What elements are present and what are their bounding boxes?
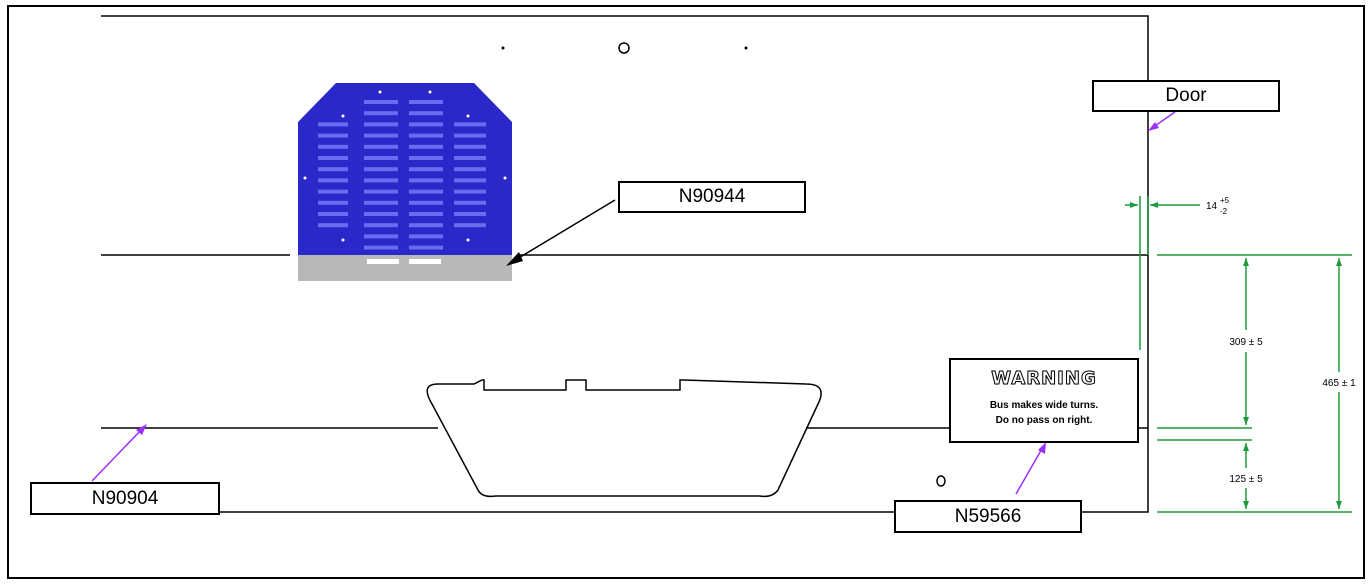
door-callout: Door <box>1092 80 1280 112</box>
door-panel-outline <box>101 15 1149 513</box>
step-recess-outline <box>426 379 822 498</box>
vent-slot <box>454 178 486 183</box>
panel-line-part-callout: N90904 <box>30 482 220 515</box>
vent-rivet <box>503 176 507 180</box>
panel-line-leader-arrow <box>91 427 144 482</box>
vent-slot <box>454 200 486 205</box>
vent-slot <box>364 189 398 194</box>
vent-slot <box>318 223 348 228</box>
vent-slot <box>409 122 443 127</box>
offset-dimension-value: 14 <box>1206 201 1218 212</box>
lower-height-dimension: 125 ± 5 <box>1229 474 1263 485</box>
vent-rivet <box>341 114 345 118</box>
offset-dimension-plus: +5 <box>1220 196 1230 205</box>
vent-slot <box>364 212 398 216</box>
vent-slot <box>409 100 443 104</box>
label-part-callout: N59566 <box>894 500 1082 533</box>
vent-slot <box>364 100 398 104</box>
vent-slot <box>318 122 348 127</box>
total-height-dimension: 465 ± 1 <box>1322 378 1356 389</box>
vent-slot <box>318 178 348 183</box>
vent-slot <box>409 212 443 216</box>
vent-slot <box>318 189 348 194</box>
warning-title: WARNING <box>991 368 1097 390</box>
vent-slot <box>364 133 398 138</box>
vent-leader-arrow <box>511 199 616 263</box>
vent-slot <box>364 245 398 250</box>
lower-hole <box>936 475 946 487</box>
vent-base-slot-left <box>367 259 399 264</box>
vent-rivet <box>303 176 307 180</box>
warning-line-1: Bus makes wide turns. <box>989 400 1099 411</box>
vent-slot <box>409 223 443 228</box>
vent-slot <box>364 234 398 239</box>
panel-line-leader-arrowhead <box>136 424 147 435</box>
vent-slot <box>364 144 398 149</box>
vent-slot <box>409 167 443 172</box>
vent-base <box>298 255 512 281</box>
vent-slot <box>409 156 443 160</box>
dimension-arrowheads <box>1130 202 1342 509</box>
vent-slot <box>454 223 486 228</box>
vent-rivet <box>428 90 432 94</box>
vent-slot <box>454 212 486 216</box>
upper-height-dimension: 309 ± 5 <box>1229 337 1263 348</box>
mount-hole-small-right <box>744 46 748 50</box>
vent-slot <box>454 156 486 160</box>
mount-hole-small-left <box>501 46 505 50</box>
vent-grille <box>298 83 512 281</box>
warning-decal: WARNING Bus makes wide turns. Do no pass… <box>949 358 1139 443</box>
label-leader-arrow <box>1015 446 1044 495</box>
vent-slot <box>409 144 443 149</box>
door-leader-arrowhead <box>1148 122 1159 131</box>
mount-hole-large <box>618 42 630 54</box>
vent-slot <box>454 189 486 194</box>
vent-slot <box>364 178 398 183</box>
vent-slot <box>409 133 443 138</box>
vent-slots <box>303 90 507 250</box>
vent-slot <box>409 111 443 116</box>
vent-slot <box>364 156 398 160</box>
vent-leader-arrowhead <box>506 252 523 266</box>
vent-slot <box>409 245 443 250</box>
vent-slot <box>409 234 443 239</box>
vent-base-slot-right <box>409 259 441 264</box>
vent-rivet <box>466 238 470 242</box>
dimension-lines <box>1125 196 1352 513</box>
vent-slot <box>364 122 398 127</box>
vent-slot <box>318 144 348 149</box>
vent-slot <box>318 156 348 160</box>
vent-slot <box>318 212 348 216</box>
vent-rivet <box>341 238 345 242</box>
vent-slot <box>318 167 348 172</box>
vent-slot <box>409 200 443 205</box>
vent-part-callout: N90944 <box>618 181 806 213</box>
vent-slot <box>454 133 486 138</box>
vent-slot <box>318 200 348 205</box>
vent-rivet <box>466 114 470 118</box>
label-leader-arrowhead <box>1038 442 1046 454</box>
vent-slot <box>364 111 398 116</box>
warning-line-2: Do no pass on right. <box>995 415 1093 426</box>
vent-slot <box>454 167 486 172</box>
vent-rivet <box>378 90 382 94</box>
vent-slot <box>409 178 443 183</box>
diagram-frame <box>7 5 1365 579</box>
vent-slot <box>409 189 443 194</box>
vent-slot <box>454 144 486 149</box>
vent-slot <box>454 122 486 127</box>
offset-dimension-minus: -2 <box>1220 207 1228 216</box>
vent-slot <box>364 223 398 228</box>
vent-slot <box>364 200 398 205</box>
vent-slot <box>364 167 398 172</box>
vent-slot <box>318 133 348 138</box>
